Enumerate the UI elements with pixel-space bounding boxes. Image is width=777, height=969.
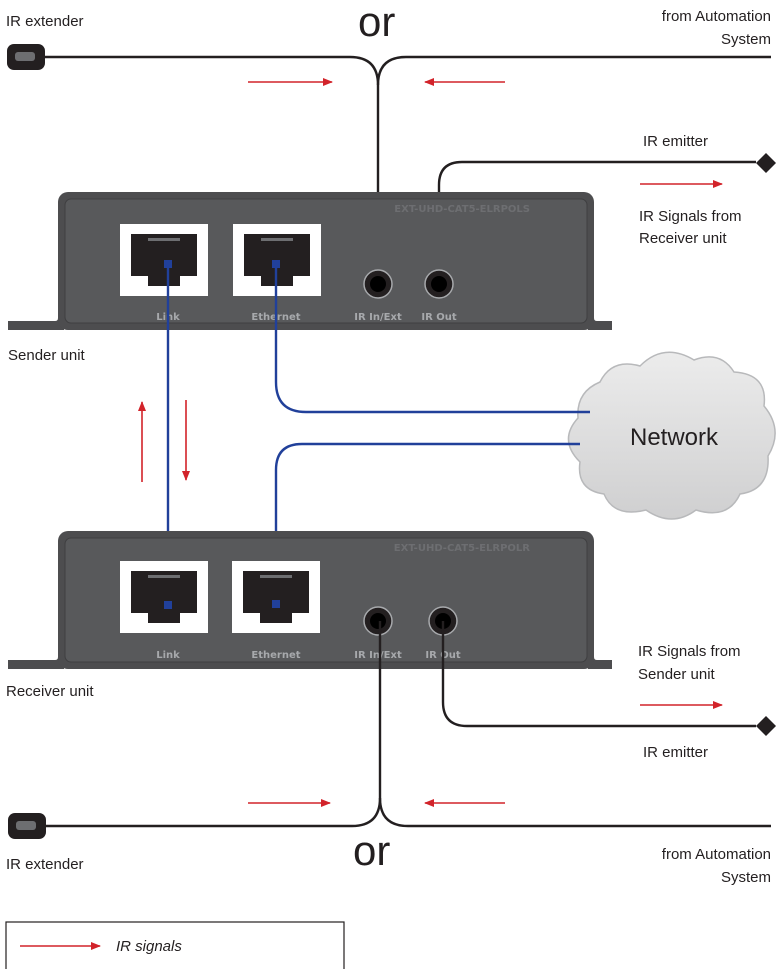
sender-link-port-pins [148,238,180,241]
receiver-flange-left [8,620,64,669]
cable-automation-bottom [378,797,771,828]
sender-ir-out-jack-hole [431,276,447,292]
ir-signals-from-sender-line2: Sender unit [638,666,716,683]
automation-label-bottom-line1: from Automation [662,846,771,863]
cable-network-to-receiver-ethernet [274,442,580,604]
ir-extender-window-top [15,52,35,61]
sender-ethernet-port-pins [261,238,293,241]
ir-emitter-label-bottom: IR emitter [643,744,708,761]
sender-ir-in-label: IR In/Ext [354,312,402,323]
ir-emitter-label-top: IR emitter [643,133,708,150]
sender-link-plug [164,260,172,268]
legend: IR signals [5,921,345,969]
or-label-top: or [358,0,395,45]
ir-extender-window-bottom [16,821,36,830]
automation-label-top-line2: System [721,31,771,48]
ir-signals-from-receiver-line2: Receiver unit [639,230,727,247]
ir-signals-from-receiver-line1: IR Signals from [639,208,742,225]
legend-ir-signals-label: IR signals [116,938,182,955]
automation-label-bottom-line2: System [721,869,771,886]
cable-sender-ethernet-to-network [274,264,590,414]
receiver-link-port-label: Link [156,650,180,661]
receiver-unit: EXT-UHD-CAT5-ELRPOLR Link Ethernet IR In… [8,531,612,669]
ir-signals-from-sender-line1: IR Signals from [638,643,741,660]
sender-flange-left [8,280,64,330]
sender-ethernet-plug [272,260,280,268]
sender-unit: EXT-UHD-CAT5-ELRPOLS Link Ethernet IR In… [8,192,612,330]
cable-automation-top [376,55,771,86]
receiver-link-port-jack [131,571,197,623]
sender-ir-in-jack-hole [370,276,386,292]
receiver-link-port-pins [148,575,180,578]
receiver-ethernet-port-label: Ethernet [251,650,300,661]
receiver-ir-in-jack-hole [370,613,386,629]
ir-emitter-head-bottom [756,716,776,736]
sender-unit-label: Sender unit [8,347,86,364]
network-label: Network [630,424,719,451]
sender-model-label: EXT-UHD-CAT5-ELRPOLS [394,204,530,215]
cable-ir-emitter-bottom [441,621,756,728]
cable-ir-emitter-top [437,160,756,280]
receiver-ir-in-label: IR In/Ext [354,650,402,661]
receiver-ethernet-port-jack [243,571,309,623]
receiver-ethernet-port-pins [260,575,292,578]
network-cloud [567,351,776,520]
or-label-bottom: or [353,827,390,874]
sender-ir-out-label: IR Out [421,312,457,323]
automation-label-top-line1: from Automation [662,8,771,25]
receiver-model-label: EXT-UHD-CAT5-ELRPOLR [394,543,531,554]
ir-extender-label-top: IR extender [6,13,84,30]
receiver-link-plug [164,601,172,609]
receiver-unit-label: Receiver unit [6,683,94,700]
ir-extender-label-bottom: IR extender [6,856,84,873]
receiver-ethernet-plug [272,600,280,608]
ir-emitter-head-top [756,153,776,173]
